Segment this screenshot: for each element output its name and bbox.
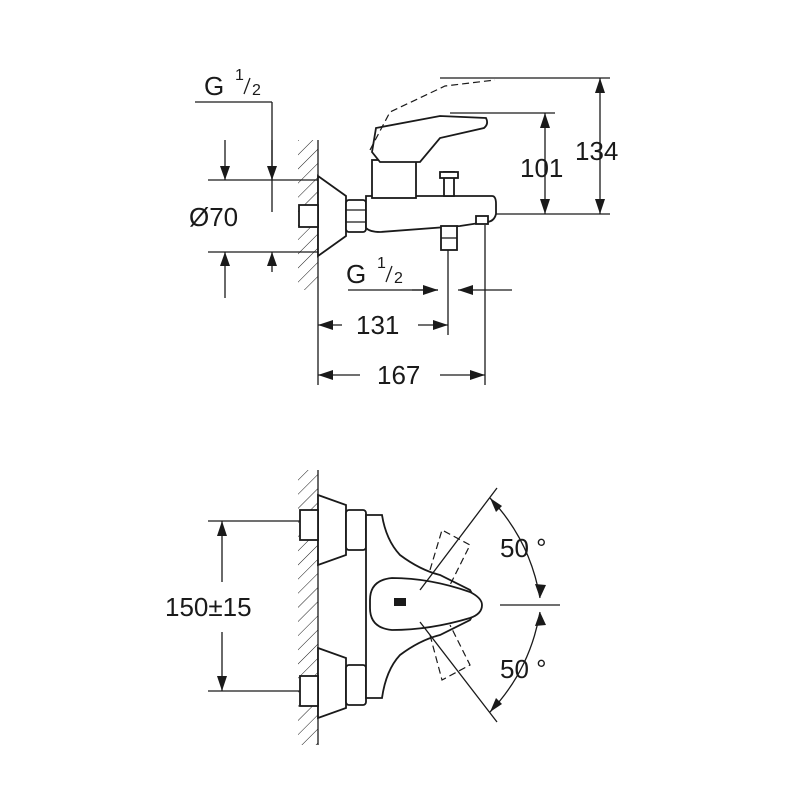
front-labels: 150±15 50 ° 50 ° [165, 533, 547, 684]
arrow-167-right [470, 370, 485, 380]
escutcheon-top [317, 493, 347, 567]
nut-top [345, 509, 367, 551]
arrow-131-left [318, 320, 333, 330]
spout-aerator [475, 215, 489, 225]
faucet-front [299, 493, 483, 720]
arrow-thread-top-b [267, 252, 277, 266]
centres-label: 150±15 [165, 592, 252, 622]
lever-handle [371, 115, 489, 163]
arrow-arc-bottom-end [490, 698, 502, 712]
lever-right-outline [429, 624, 471, 681]
arrow-thread-bottom-left [423, 285, 438, 295]
diameter-label: Ø70 [189, 202, 238, 232]
wall-escutcheon [317, 174, 347, 258]
depth-total-label: 167 [377, 360, 420, 390]
height-spout-label: 101 [520, 153, 563, 183]
escutcheon-bottom [317, 646, 347, 720]
angle-ray-bottom [419, 621, 498, 723]
arrow-diameter-bottom [220, 252, 230, 266]
mixer-body [365, 195, 497, 233]
lever-front [369, 577, 483, 631]
arrow-thread-top [267, 166, 277, 180]
nut [345, 199, 367, 233]
thread-bottom-label-den: 2 [394, 270, 403, 287]
thread-top-label-main: G [204, 71, 224, 101]
arrow-arc-bottom-start [535, 612, 546, 626]
thread-bottom-fraction-bar [385, 265, 393, 283]
arrow-centres-bottom [217, 676, 227, 691]
arrow-134-bottom [595, 199, 605, 214]
arrow-134-top [595, 78, 605, 93]
arrow-arc-top-end [535, 584, 546, 598]
arrow-101-top [540, 113, 550, 128]
lever-logo-mark [394, 598, 406, 606]
depth-outlet-label: 131 [356, 310, 399, 340]
side-view: G 1 2 Ø70 G 1 2 101 134 131 167 [189, 67, 618, 390]
wall-connector [298, 204, 319, 228]
angle-ray-top [419, 487, 498, 591]
arrow-thread-bottom-right [458, 285, 473, 295]
thread-top-label-num: 1 [235, 67, 244, 84]
diverter-knob [439, 171, 459, 179]
cartridge-housing [371, 159, 417, 199]
arrow-centres-top [217, 521, 227, 536]
angle-bottom-label: 50 ° [500, 654, 547, 684]
lever-left-outline [429, 529, 471, 586]
connector-top [299, 509, 319, 541]
thread-top-label-den: 2 [252, 82, 261, 99]
arrow-167-left [318, 370, 333, 380]
front-view: 150±15 50 ° 50 ° [165, 470, 560, 745]
side-dimensions [220, 78, 605, 380]
angle-top-label: 50 ° [500, 533, 547, 563]
front-dimensions [208, 487, 560, 723]
side-labels: G 1 2 Ø70 G 1 2 101 134 131 167 [189, 67, 618, 390]
connector-bottom [299, 675, 319, 707]
thread-bottom-label-main: G [346, 259, 366, 289]
arrow-diameter-top [220, 166, 230, 180]
arrow-131-right [433, 320, 448, 330]
thread-top-fraction-bar [243, 77, 251, 95]
arrow-arc-top-start [490, 498, 502, 512]
arrow-101-bottom [540, 199, 550, 214]
nut-bottom [345, 664, 367, 706]
height-total-label: 134 [575, 136, 618, 166]
faucet-side [298, 79, 497, 258]
thread-bottom-label-num: 1 [377, 255, 386, 272]
